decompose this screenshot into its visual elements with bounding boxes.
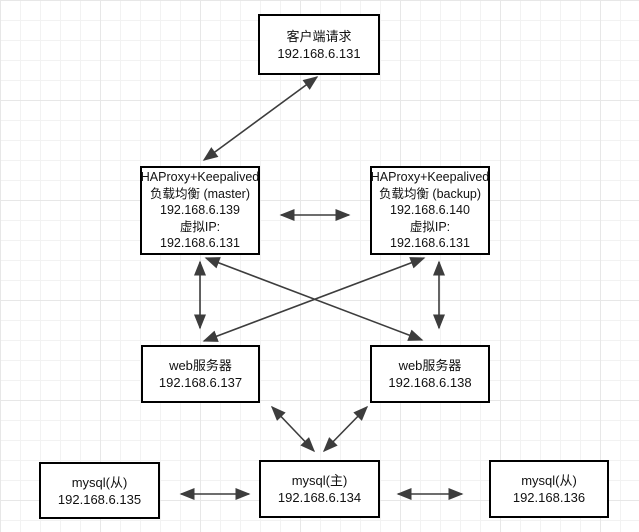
edge-web-2-mysql-master — [322, 405, 369, 453]
node-label: mysql(主) — [291, 473, 348, 488]
edge-lb-backup-web-1 — [202, 257, 426, 342]
node-ip: 192.168.6.131 — [277, 45, 361, 61]
node-label: 虚拟IP: — [179, 219, 221, 234]
node-client-request: 客户端请求 192.168.6.131 — [258, 14, 380, 75]
edge-web-1-mysql-master — [270, 405, 316, 453]
node-label: 虚拟IP: — [409, 219, 451, 234]
node-label: web服务器 — [398, 358, 462, 373]
node-label: 客户端请求 — [286, 28, 352, 44]
node-web-server-2: web服务器 192.168.6.138 — [370, 345, 490, 403]
node-ip: 192.168.6.135 — [57, 491, 142, 507]
node-ip: 192.168.6.137 — [158, 375, 243, 390]
node-ip: 192.168.6.131 — [160, 236, 240, 251]
node-label: 负载均衡 (backup) — [378, 186, 482, 201]
node-label: web服务器 — [169, 358, 232, 373]
node-label: mysql(从) — [71, 474, 128, 490]
node-mysql-slave-right: mysql(从) 192.168.136 — [489, 460, 609, 518]
node-ip: 192.168.6.131 — [390, 236, 470, 251]
node-ip: 192.168.6.134 — [277, 490, 362, 505]
node-web-server-1: web服务器 192.168.6.137 — [141, 345, 260, 403]
node-label: 负载均衡 (master) — [149, 186, 250, 201]
node-mysql-slave-left: mysql(从) 192.168.6.135 — [39, 462, 160, 519]
node-label: HAProxy+Keepalived — [140, 170, 260, 185]
node-ip: 192.168.6.139 — [160, 203, 240, 218]
node-ip: 192.168.6.138 — [388, 375, 472, 390]
node-mysql-master: mysql(主) 192.168.6.134 — [259, 460, 380, 518]
node-haproxy-keepalived-master: HAProxy+Keepalived 负载均衡 (master) 192.168… — [140, 166, 260, 255]
node-label: mysql(从) — [521, 473, 577, 488]
node-ip: 192.168.136 — [512, 490, 586, 505]
node-ip: 192.168.6.140 — [390, 203, 470, 218]
edge-client-lb-master — [202, 76, 319, 161]
node-haproxy-keepalived-backup: HAProxy+Keepalived 负载均衡 (backup) 192.168… — [370, 166, 490, 255]
node-label: HAProxy+Keepalived — [370, 170, 490, 185]
